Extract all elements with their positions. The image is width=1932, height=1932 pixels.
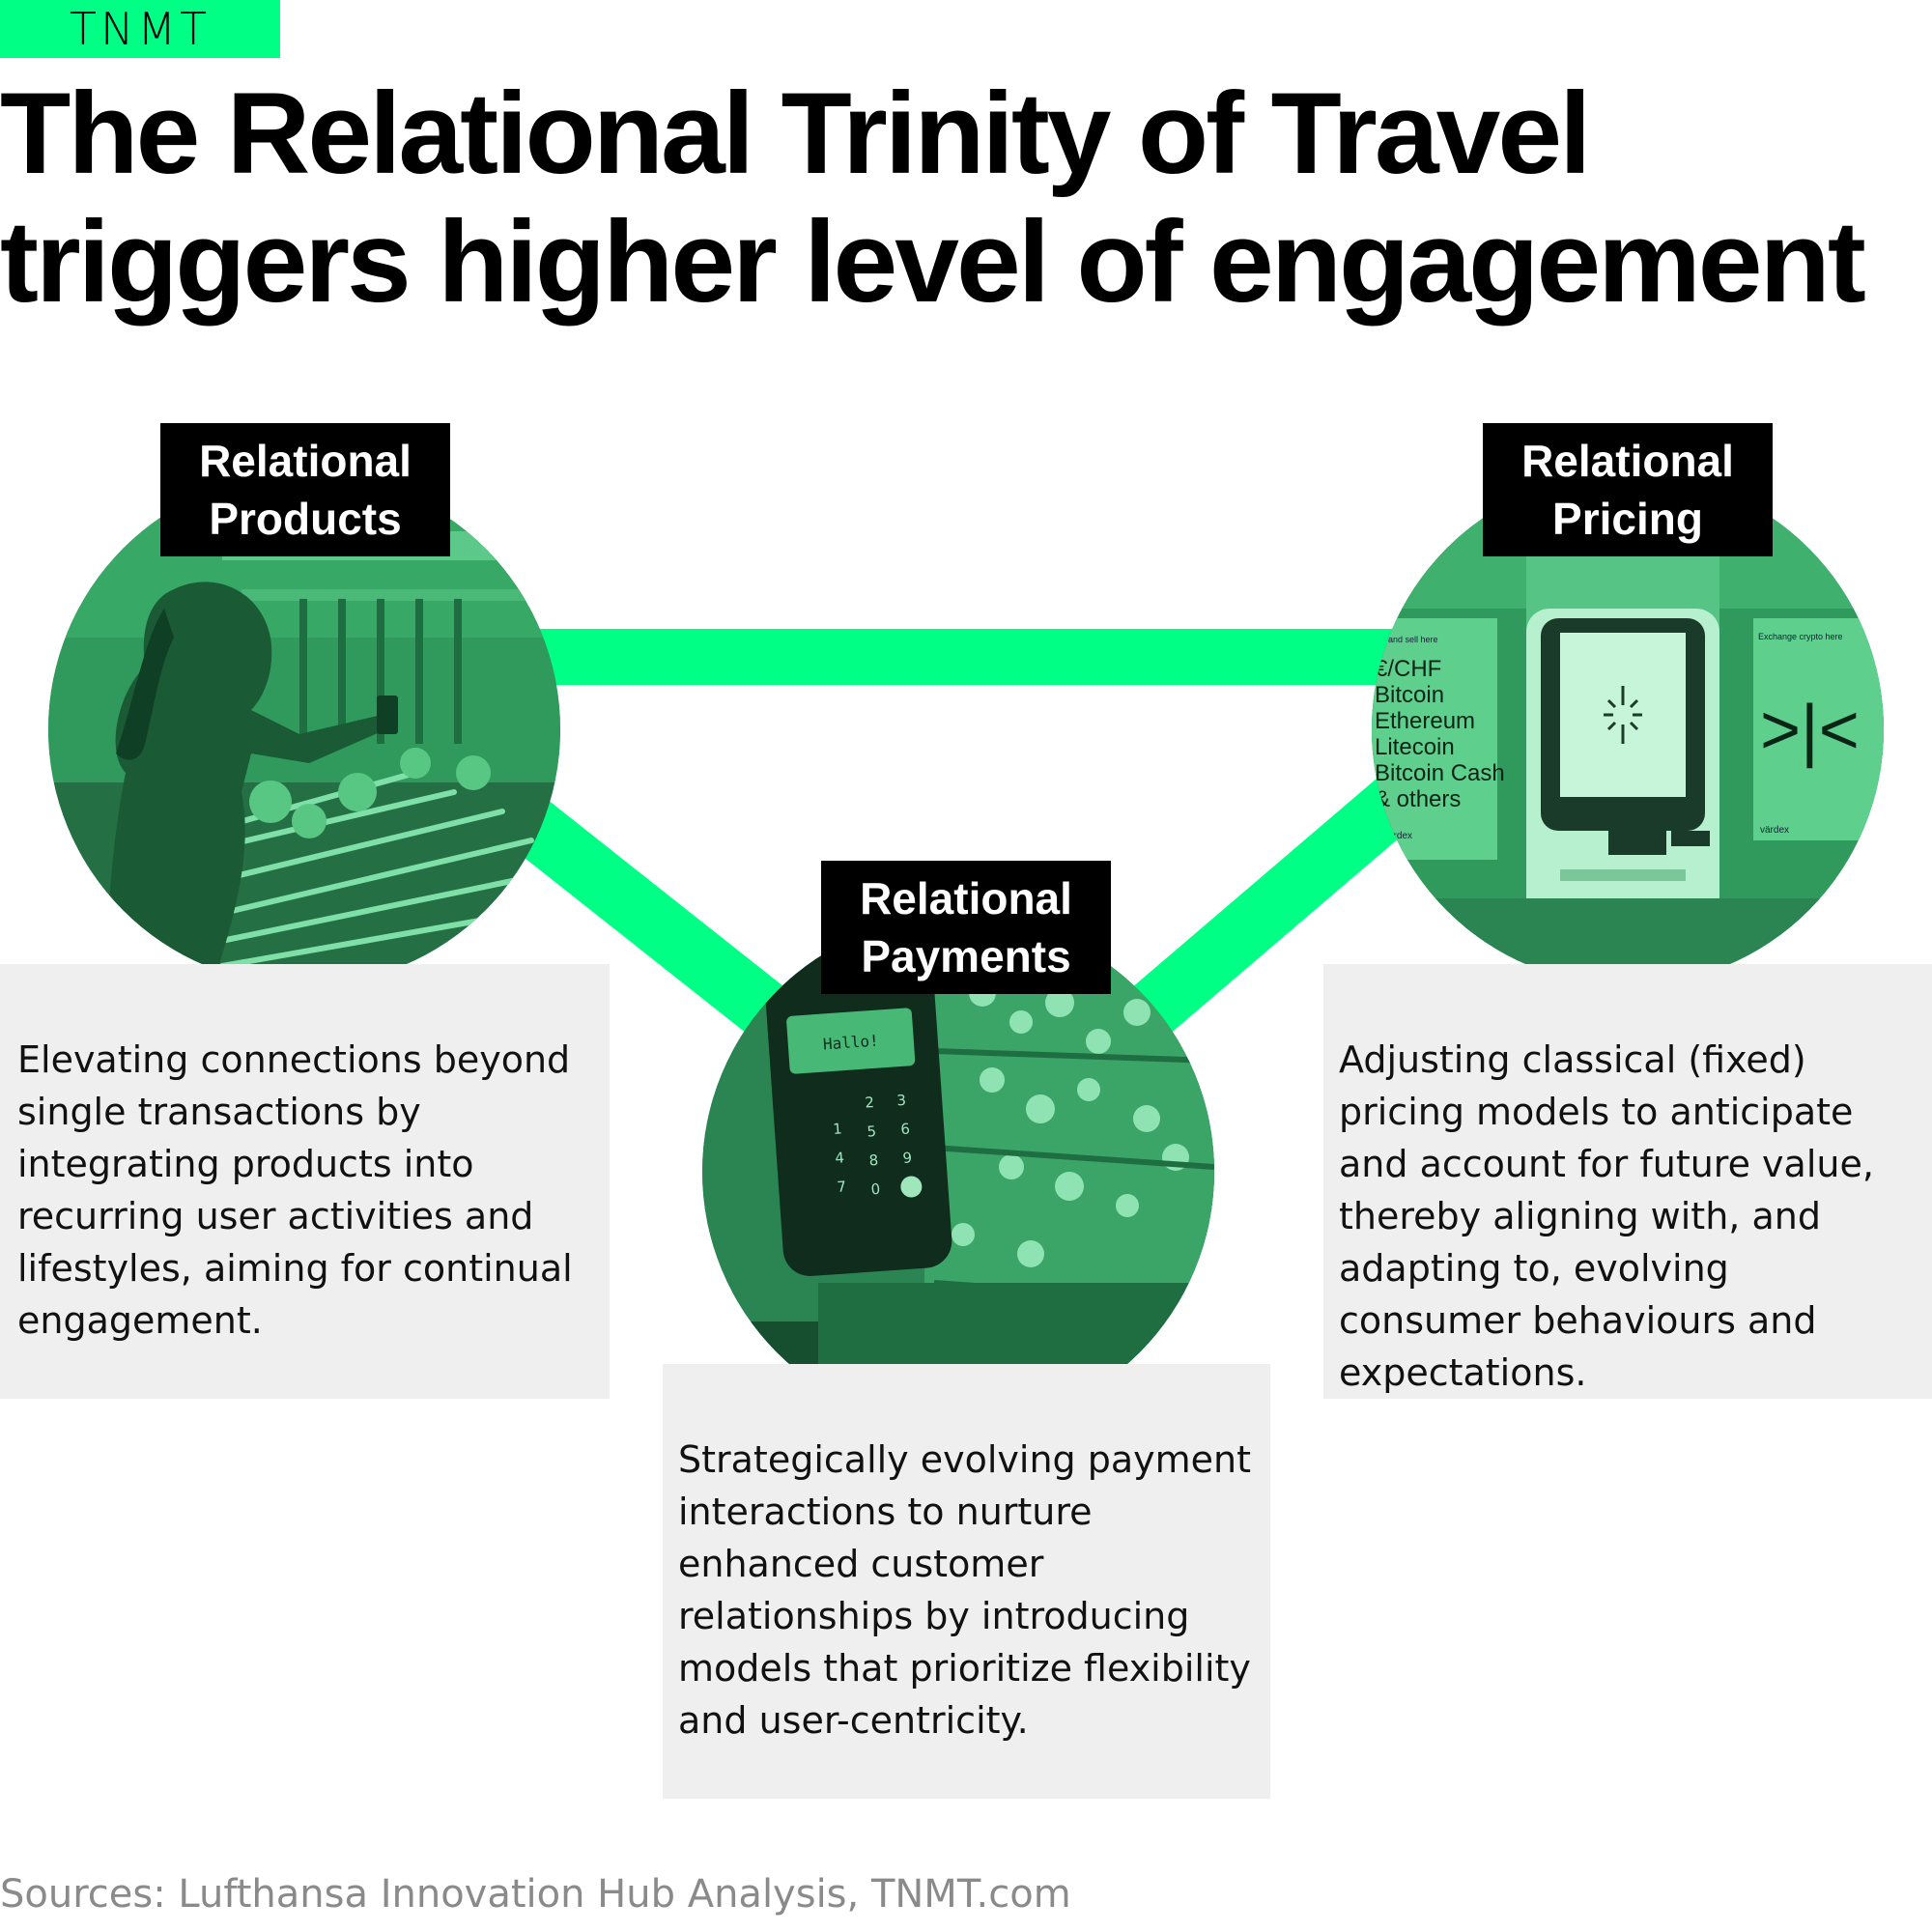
label-pricing-line2: Pricing	[1552, 494, 1703, 544]
label-relational-pricing: Relational Pricing	[1483, 423, 1773, 556]
brand-logo: TNMT	[0, 0, 280, 58]
page-title-line1: The Relational Trinity of Travel	[0, 69, 1591, 198]
pricing-description: Adjusting classical (fixed) pricing mode…	[1339, 1038, 1874, 1394]
payments-image: Hallo! 2 3 1 5 6 4 8 9 7 0	[702, 916, 1214, 1428]
keypad-key: 2	[865, 1094, 875, 1112]
pricing-sign-line: Bitcoin	[1375, 682, 1444, 708]
brand-logo-text: TNMT	[69, 3, 212, 55]
payments-description-box: Strategically evolving payment interacti…	[663, 1364, 1270, 1799]
products-description-box: Elevating connections beyond single tran…	[0, 964, 610, 1399]
products-description: Elevating connections beyond single tran…	[17, 1038, 573, 1342]
pricing-right-sign-brand: värdex	[1760, 825, 1789, 836]
pricing-sign-line: Litecoin	[1375, 734, 1455, 760]
pricing-sign-line: €/CHF	[1375, 656, 1441, 682]
keypad-key: 6	[900, 1120, 911, 1138]
keypad-key: 8	[868, 1151, 879, 1170]
payments-description: Strategically evolving payment interacti…	[678, 1438, 1252, 1742]
label-products-line1: Relational	[199, 436, 412, 486]
label-relational-payments: Relational Payments	[821, 861, 1111, 994]
keypad-key: 0	[870, 1180, 881, 1199]
terminal-screen-text: Hallo!	[822, 1032, 879, 1054]
pricing-sign-top: uy and sell here	[1377, 635, 1438, 644]
page-title-line2: triggers higher level of engagement	[0, 197, 1866, 327]
pricing-right-sign-top: Exchange crypto here	[1758, 632, 1843, 641]
label-payments-line1: Relational	[860, 873, 1072, 923]
pricing-description-box: Adjusting classical (fixed) pricing mode…	[1323, 964, 1932, 1399]
label-payments-line2: Payments	[861, 931, 1071, 981]
page-title: The Relational Trinity of Travel trigger…	[0, 70, 1932, 327]
keypad-key: 3	[896, 1092, 907, 1110]
keypad-key: 5	[867, 1122, 877, 1141]
sources-note: Sources: Lufthansa Innovation Hub Analys…	[0, 1872, 1071, 1917]
keypad-key: 4	[835, 1149, 845, 1167]
products-image	[48, 473, 560, 985]
pricing-sign-line: Ethereum	[1375, 708, 1475, 734]
label-relational-products: Relational Products	[160, 423, 450, 556]
pricing-sign-line: & others	[1375, 786, 1461, 812]
pricing-sign-brand: värdex	[1383, 831, 1412, 841]
label-pricing-line1: Relational	[1521, 436, 1734, 486]
keypad-key: 7	[837, 1178, 847, 1196]
keypad-key: 9	[902, 1149, 913, 1167]
pricing-sign-line: Bitcoin Cash	[1375, 760, 1505, 786]
keypad-key: 1	[833, 1120, 843, 1138]
svg-text:>|<: >|<	[1760, 692, 1860, 769]
label-products-line2: Products	[209, 494, 402, 544]
